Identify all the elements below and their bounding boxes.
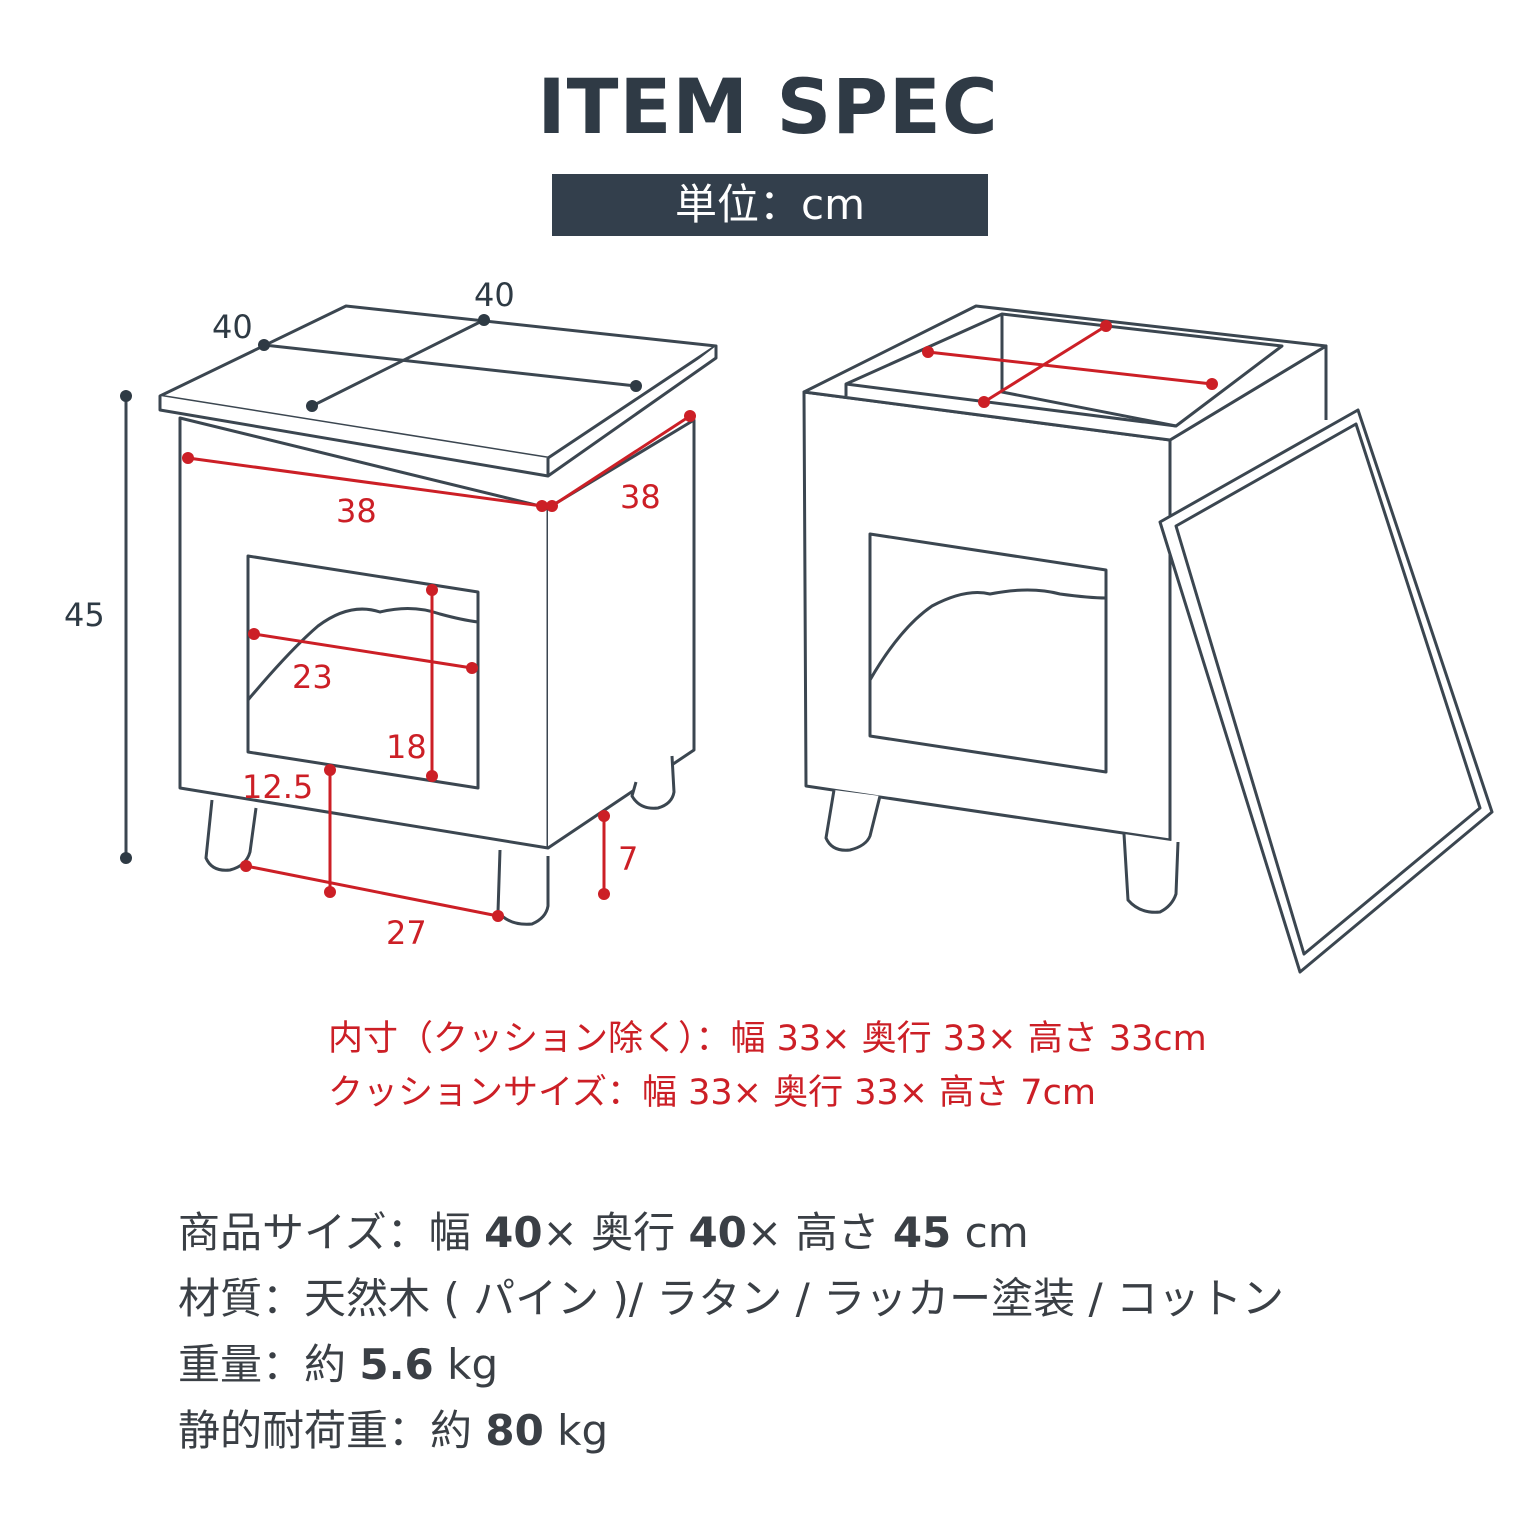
left-leg-front-left xyxy=(204,799,258,872)
left-leg-front-right xyxy=(496,849,550,926)
spec-material: 材質：天然木 ( パイン )/ ラタン / ラッカー塗装 / コットン xyxy=(178,1274,1285,1323)
dim-leg-height: 7 xyxy=(618,840,638,878)
right-lid xyxy=(1158,408,1494,974)
dim-opening-width: 23 xyxy=(292,658,333,696)
dim-total-height: 45 xyxy=(64,596,105,634)
right-opening-cushion xyxy=(868,588,1107,681)
spec-weight: 重量：約 5.6 kg xyxy=(178,1340,499,1389)
right-opening xyxy=(868,532,1108,774)
right-leg-left xyxy=(824,789,882,852)
inner-dimension-notes: 内寸（クッション除く）：幅 33× 奥行 33× 高さ 33cm クッションサイ… xyxy=(328,1012,1207,1120)
product-dimension-diagram: 40 40 45 38 38 23 18 12.5 27 7 xyxy=(64,276,1494,974)
right-inner-well xyxy=(844,312,1284,428)
left-body-side xyxy=(547,418,696,850)
note-inner: 内寸（クッション除く）：幅 33× 奥行 33× 高さ 33cm xyxy=(328,1019,1207,1059)
dim-top-width: 40 xyxy=(212,308,253,346)
right-body-rim xyxy=(802,304,1328,442)
unit-badge: 単位：cm xyxy=(552,174,988,236)
left-opening-cushion xyxy=(246,607,479,701)
dim-leg-span: 27 xyxy=(386,914,427,952)
spec-list: 商品サイズ：幅 40× 奥行 40× 高さ 45 cm 材質：天然木 ( パイン… xyxy=(178,1200,1284,1464)
page-title: ITEM SPEC xyxy=(537,62,999,151)
dim-body-width: 38 xyxy=(336,492,377,530)
left-leg-back xyxy=(630,755,676,810)
dim-top-depth: 40 xyxy=(474,276,515,314)
spec-size: 商品サイズ：幅 40× 奥行 40× 高さ 45 cm xyxy=(178,1208,1029,1257)
dim-opening-bottom: 12.5 xyxy=(242,768,313,806)
note-cushion: クッションサイズ：幅 33× 奥行 33× 高さ 7cm xyxy=(328,1073,1096,1113)
left-opening xyxy=(246,554,480,790)
left-lid-edge xyxy=(158,346,718,478)
spec-load: 静的耐荷重：約 80 kg xyxy=(178,1406,609,1455)
right-lid-inner xyxy=(1174,422,1482,956)
right-leg-right xyxy=(1122,833,1180,914)
dim-opening-height: 18 xyxy=(386,728,427,766)
dim-body-depth: 38 xyxy=(620,478,661,516)
